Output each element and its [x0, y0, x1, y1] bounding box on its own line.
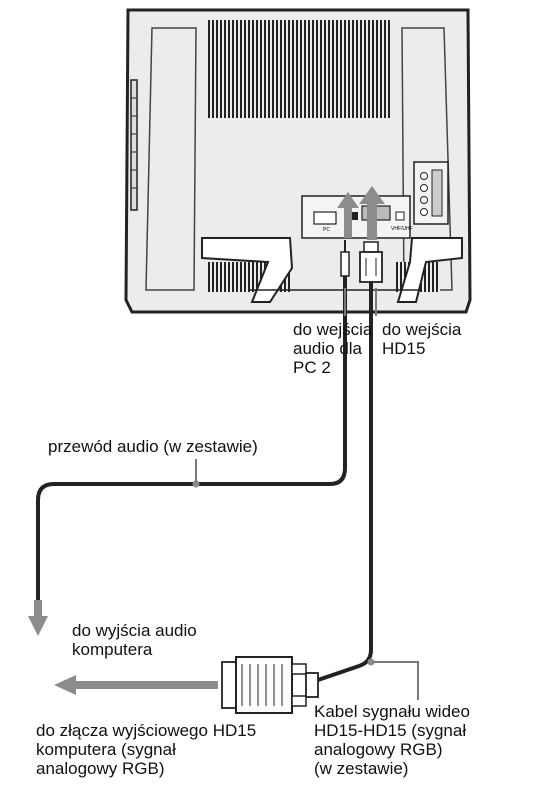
hd15-plug-computer [221, 656, 319, 714]
leader-lines [195, 288, 419, 700]
pc-port-label: PC [323, 227, 330, 233]
video-cable-marker [367, 658, 375, 666]
insert-arrows [337, 186, 385, 240]
vent-grille-top [208, 20, 390, 118]
connector-panel: PC VHF/UHF [301, 195, 413, 239]
label-hd15-input: do wejścia HD15 [382, 320, 462, 358]
antenna-label: VHF/UHF [391, 226, 413, 232]
audio-cable-marker [192, 480, 200, 488]
video-cable [317, 282, 373, 682]
label-computer-hd15-output: do złącza wyjściowego HD15 komputera (sy… [36, 721, 257, 778]
hd15-insert-arrow [359, 186, 385, 240]
monitor-rear-view: PC VHF/UHF [124, 8, 472, 314]
hd15-plug-monitor [359, 241, 383, 283]
label-video-cable: Kabel sygnału wideo HD15-HD15 (sygnał an… [314, 702, 470, 778]
audio-output-arrow [28, 600, 48, 636]
label-computer-audio-output: do wyjścia audio komputera [72, 621, 197, 659]
side-buttons [130, 79, 138, 211]
label-audio-input-pc2: do wejścia audio dla PC 2 [293, 320, 373, 377]
video-cable-leader [373, 661, 419, 700]
hd15-output-arrow [54, 675, 218, 695]
audio-insert-arrow [337, 192, 359, 238]
label-audio-cable: przewód audio (w zestawie) [48, 437, 258, 456]
monitor-left-panel [145, 27, 197, 291]
monitor-stand [201, 237, 463, 303]
audio-cable [36, 276, 347, 600]
av-jack-panel [413, 161, 449, 225]
